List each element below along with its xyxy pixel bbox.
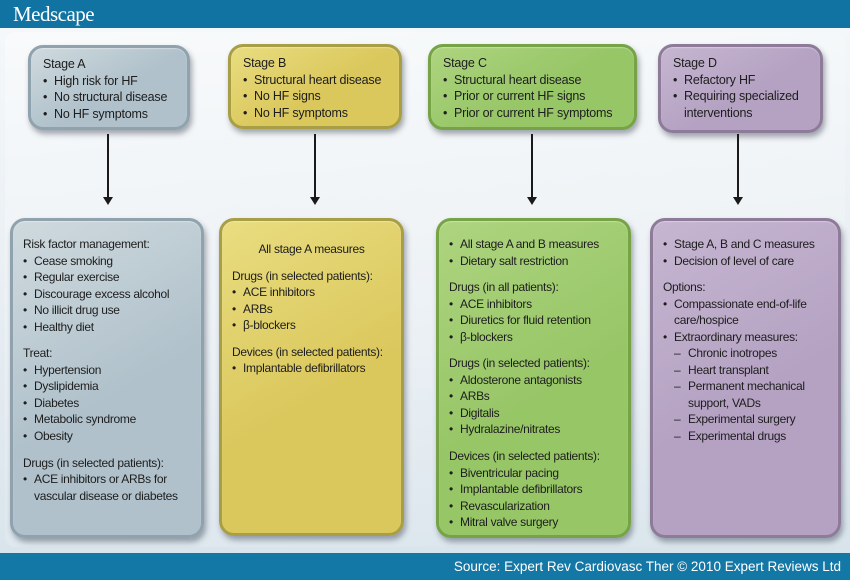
bullet-item: All stage A and B measures: [449, 236, 624, 253]
bullet-item: Implantable defibrillators: [449, 481, 624, 498]
bullet-item: Digitalis: [449, 405, 624, 422]
down-arrow-stage-a: [107, 134, 109, 197]
block-heading: Drugs (in all patients):: [449, 280, 559, 295]
bullet-item: ARBs: [449, 388, 624, 405]
source-text: Source: Expert Rev Cardiovasc Ther © 201…: [453, 559, 841, 574]
stage-c-title: Stage C: [443, 56, 487, 70]
stage-b-criteria-box: Stage B Structural heart diseaseNo HF si…: [228, 44, 402, 129]
measures-block: Stage A, B and C measuresDecision of lev…: [663, 236, 834, 269]
measures-block: Drugs (in all patients):ACE inhibitorsDi…: [449, 279, 624, 345]
down-arrow-stage-d: [737, 134, 739, 197]
bullet-item: No structural disease: [43, 89, 183, 106]
bullet-item: Stage A, B and C measures: [663, 236, 834, 253]
block-heading: Drugs (in selected patients):: [232, 268, 373, 283]
down-arrow-stage-b: [314, 134, 316, 197]
bullet-item: Discourage excess alcohol: [23, 286, 197, 303]
bullet-item: No illicit drug use: [23, 302, 197, 319]
stage-b-criteria-list: Structural heart diseaseNo HF signsNo HF…: [243, 72, 395, 122]
stage-d-criteria-list: Refactory HFRequiring specialized interv…: [673, 72, 816, 122]
bullet-item: High risk for HF: [43, 73, 183, 90]
bullet-item: Hydralazine/nitrates: [449, 421, 624, 438]
block-heading: Devices (in selected patients):: [449, 449, 600, 464]
bullet-item: ARBs: [232, 301, 397, 318]
bullet-item: No HF signs: [243, 88, 395, 105]
stage-d-measures: Stage A, B and C measuresDecision of lev…: [663, 236, 834, 445]
block-heading: Options:: [663, 280, 706, 295]
bullet-item: ACE inhibitors: [232, 284, 397, 301]
measures-block: Risk factor management: Cease smokingRegu…: [23, 236, 197, 335]
down-arrow-stage-c: [531, 134, 533, 197]
block-heading: Risk factor management:: [23, 237, 150, 251]
stage-d-title: Stage D: [673, 56, 717, 70]
bullet-item: Hypertension: [23, 362, 197, 379]
sub-item: Heart transplant: [663, 362, 834, 379]
bullet-item: Dyslipidemia: [23, 378, 197, 395]
bullet-item: Healthy diet: [23, 319, 197, 336]
bullet-item: Cease smoking: [23, 253, 197, 270]
bullet-item: Decision of level of care: [663, 253, 834, 270]
bullet-item: ACE inhibitors: [449, 296, 624, 313]
measures-block: Drugs (in selected patients):Aldosterone…: [449, 355, 624, 438]
stage-a-criteria-list: High risk for HFNo structural diseaseNo …: [43, 73, 183, 123]
bullet-item: Implantable defibrillators: [232, 360, 397, 377]
footer-bar: Source: Expert Rev Cardiovasc Ther © 201…: [0, 553, 850, 580]
measures-block: Treat:HypertensionDyslipidemiaDiabetesMe…: [23, 345, 197, 444]
stage-a-title: Stage A: [43, 57, 86, 71]
block-heading: Devices (in selected patients):: [232, 344, 383, 359]
bullet-item: β-blockers: [449, 329, 624, 346]
bullet-item: ACE inhibitors or ARBs for vascular dise…: [23, 471, 197, 504]
block-heading: Drugs (in selected patients):: [449, 356, 590, 371]
measures-block: All stage A and B measuresDietary salt r…: [449, 236, 624, 269]
sub-item: Experimental drugs: [663, 428, 834, 445]
bullet-item: Extraordinary measures:: [663, 329, 834, 346]
block-heading: Treat:: [23, 346, 53, 361]
stage-c-measures-box: All stage A and B measuresDietary salt r…: [436, 218, 631, 538]
measures-block: All stage A measures: [232, 236, 397, 258]
bullet-item: Prior or current HF signs: [443, 88, 630, 105]
bullet-item: Dietary salt restriction: [449, 253, 624, 270]
bullet-item: Diuretics for fluid retention: [449, 312, 624, 329]
centered-line: All stage A measures: [258, 242, 365, 256]
bullet-item: Biventricular pacing: [449, 465, 624, 482]
measures-block: Drugs (in selected patients):ACE inhibit…: [232, 268, 397, 334]
bullet-item: Obesity: [23, 428, 197, 445]
bullet-item: Metabolic syndrome: [23, 411, 197, 428]
stage-a-criteria-box: Stage A High risk for HFNo structural di…: [28, 45, 190, 130]
measures-block: Options:Compassionate end-of-life care/h…: [663, 279, 834, 444]
measures-block: Devices (in selected patients):Implantab…: [232, 344, 397, 377]
stage-d-measures-box: Stage A, B and C measuresDecision of lev…: [650, 218, 841, 538]
bullet-item: Diabetes: [23, 395, 197, 412]
bullet-item: Requiring specialized interventions: [673, 88, 816, 121]
bullet-item: Mitral valve surgery: [449, 514, 624, 531]
sub-item: Chronic inotropes: [663, 345, 834, 362]
bullet-item: Structural heart disease: [443, 72, 630, 89]
sub-item: Experimental surgery: [663, 411, 834, 428]
bullet-item: No HF symptoms: [243, 105, 395, 122]
bullet-item: No HF symptoms: [43, 106, 183, 123]
bullet-item: Aldosterone antagonists: [449, 372, 624, 389]
bullet-item: Revascularization: [449, 498, 624, 515]
stage-c-criteria-list: Structural heart diseasePrior or current…: [443, 72, 630, 122]
bullet-item: β-blockers: [232, 317, 397, 334]
bullet-item: Prior or current HF symptoms: [443, 105, 630, 122]
measures-block: Devices (in selected patients):Biventric…: [449, 448, 624, 531]
stage-a-measures: Risk factor management: Cease smokingRegu…: [23, 236, 197, 504]
sub-item: Permanent mechanical support, VADs: [663, 378, 834, 411]
medscape-logo: Medscape: [13, 2, 95, 26]
stage-d-criteria-box: Stage D Refactory HFRequiring specialize…: [658, 44, 823, 133]
bullet-item: Refactory HF: [673, 72, 816, 89]
bullet-item: Compassionate end-of-life care/hospice: [663, 296, 834, 329]
bullet-item: Structural heart disease: [243, 72, 395, 89]
stage-a-measures-box: Risk factor management: Cease smokingRegu…: [10, 218, 204, 538]
stage-c-criteria-box: Stage C Structural heart diseasePrior or…: [428, 44, 637, 130]
measures-block: Drugs (in selected patients):ACE inhibit…: [23, 455, 197, 505]
bullet-item: Regular exercise: [23, 269, 197, 286]
stage-b-title: Stage B: [243, 56, 287, 70]
header-bar: Medscape: [0, 0, 850, 28]
block-heading: Drugs (in selected patients):: [23, 455, 164, 470]
stage-c-measures: All stage A and B measuresDietary salt r…: [449, 236, 624, 531]
